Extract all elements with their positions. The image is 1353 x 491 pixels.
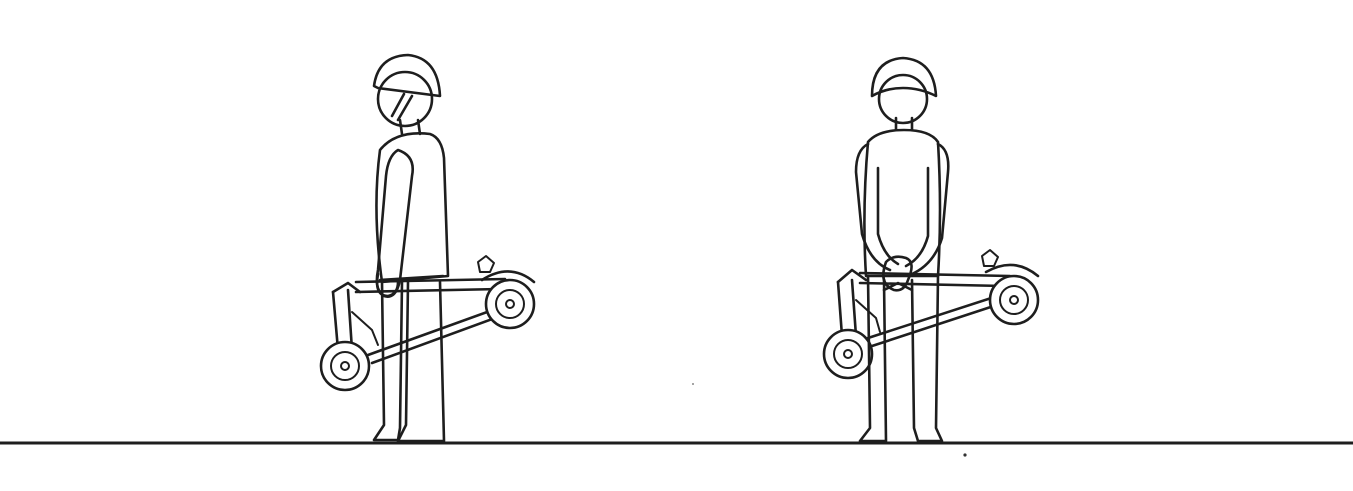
arm-right-inner <box>906 168 928 266</box>
scooter-front-axle <box>844 350 852 358</box>
torso <box>376 133 448 282</box>
folded-scooter-front <box>824 250 1038 378</box>
scooter-rear-axle <box>1010 296 1018 304</box>
person-front-view <box>824 58 1038 441</box>
scooter-rear-axle <box>506 300 514 308</box>
leg-front <box>398 282 444 441</box>
arm-right <box>912 144 948 274</box>
helmet-strap <box>392 94 412 120</box>
person-side-view <box>321 55 534 441</box>
scooter-fork-top <box>333 283 360 292</box>
head <box>879 75 927 123</box>
scooter-front-axle <box>341 362 349 370</box>
speck <box>692 383 694 385</box>
arm-left-inner <box>878 168 898 264</box>
scooter-bell <box>982 250 998 266</box>
scooter-fold-joint <box>352 312 378 345</box>
scooter-stem-lower <box>860 283 1004 286</box>
head <box>378 72 432 126</box>
leg-right <box>912 276 942 441</box>
scooter-fork <box>838 280 856 336</box>
scooter-bell <box>478 256 494 272</box>
speck <box>963 453 966 456</box>
